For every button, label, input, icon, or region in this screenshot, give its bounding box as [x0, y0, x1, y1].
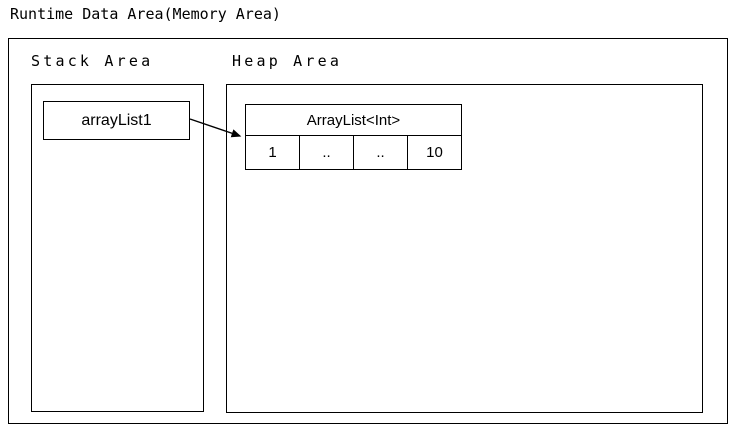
region-label-heap-area: Heap Area	[232, 52, 343, 70]
heap-area-box	[226, 84, 703, 413]
stack-area-box	[31, 84, 204, 412]
stack-variable-arraylist1: arrayList1	[43, 101, 190, 140]
page-title: Runtime Data Area(Memory Area)	[10, 5, 281, 23]
heap-object-cell: 1	[246, 136, 300, 169]
region-label-stack-area: Stack Area	[31, 52, 154, 70]
stack-variable-label: arrayList1	[81, 111, 152, 129]
runtime-data-area-container	[8, 38, 728, 424]
heap-object-cell: 10	[426, 144, 443, 161]
heap-object-cell: ..	[300, 136, 354, 169]
heap-object-type-label: ArrayList<Int>	[246, 105, 461, 136]
heap-object-arraylist: ArrayList<Int> 1 .. .. 10	[245, 104, 462, 170]
heap-object-cell: ..	[354, 136, 408, 169]
heap-object-cell-row: 1 .. .. 10	[246, 136, 461, 169]
